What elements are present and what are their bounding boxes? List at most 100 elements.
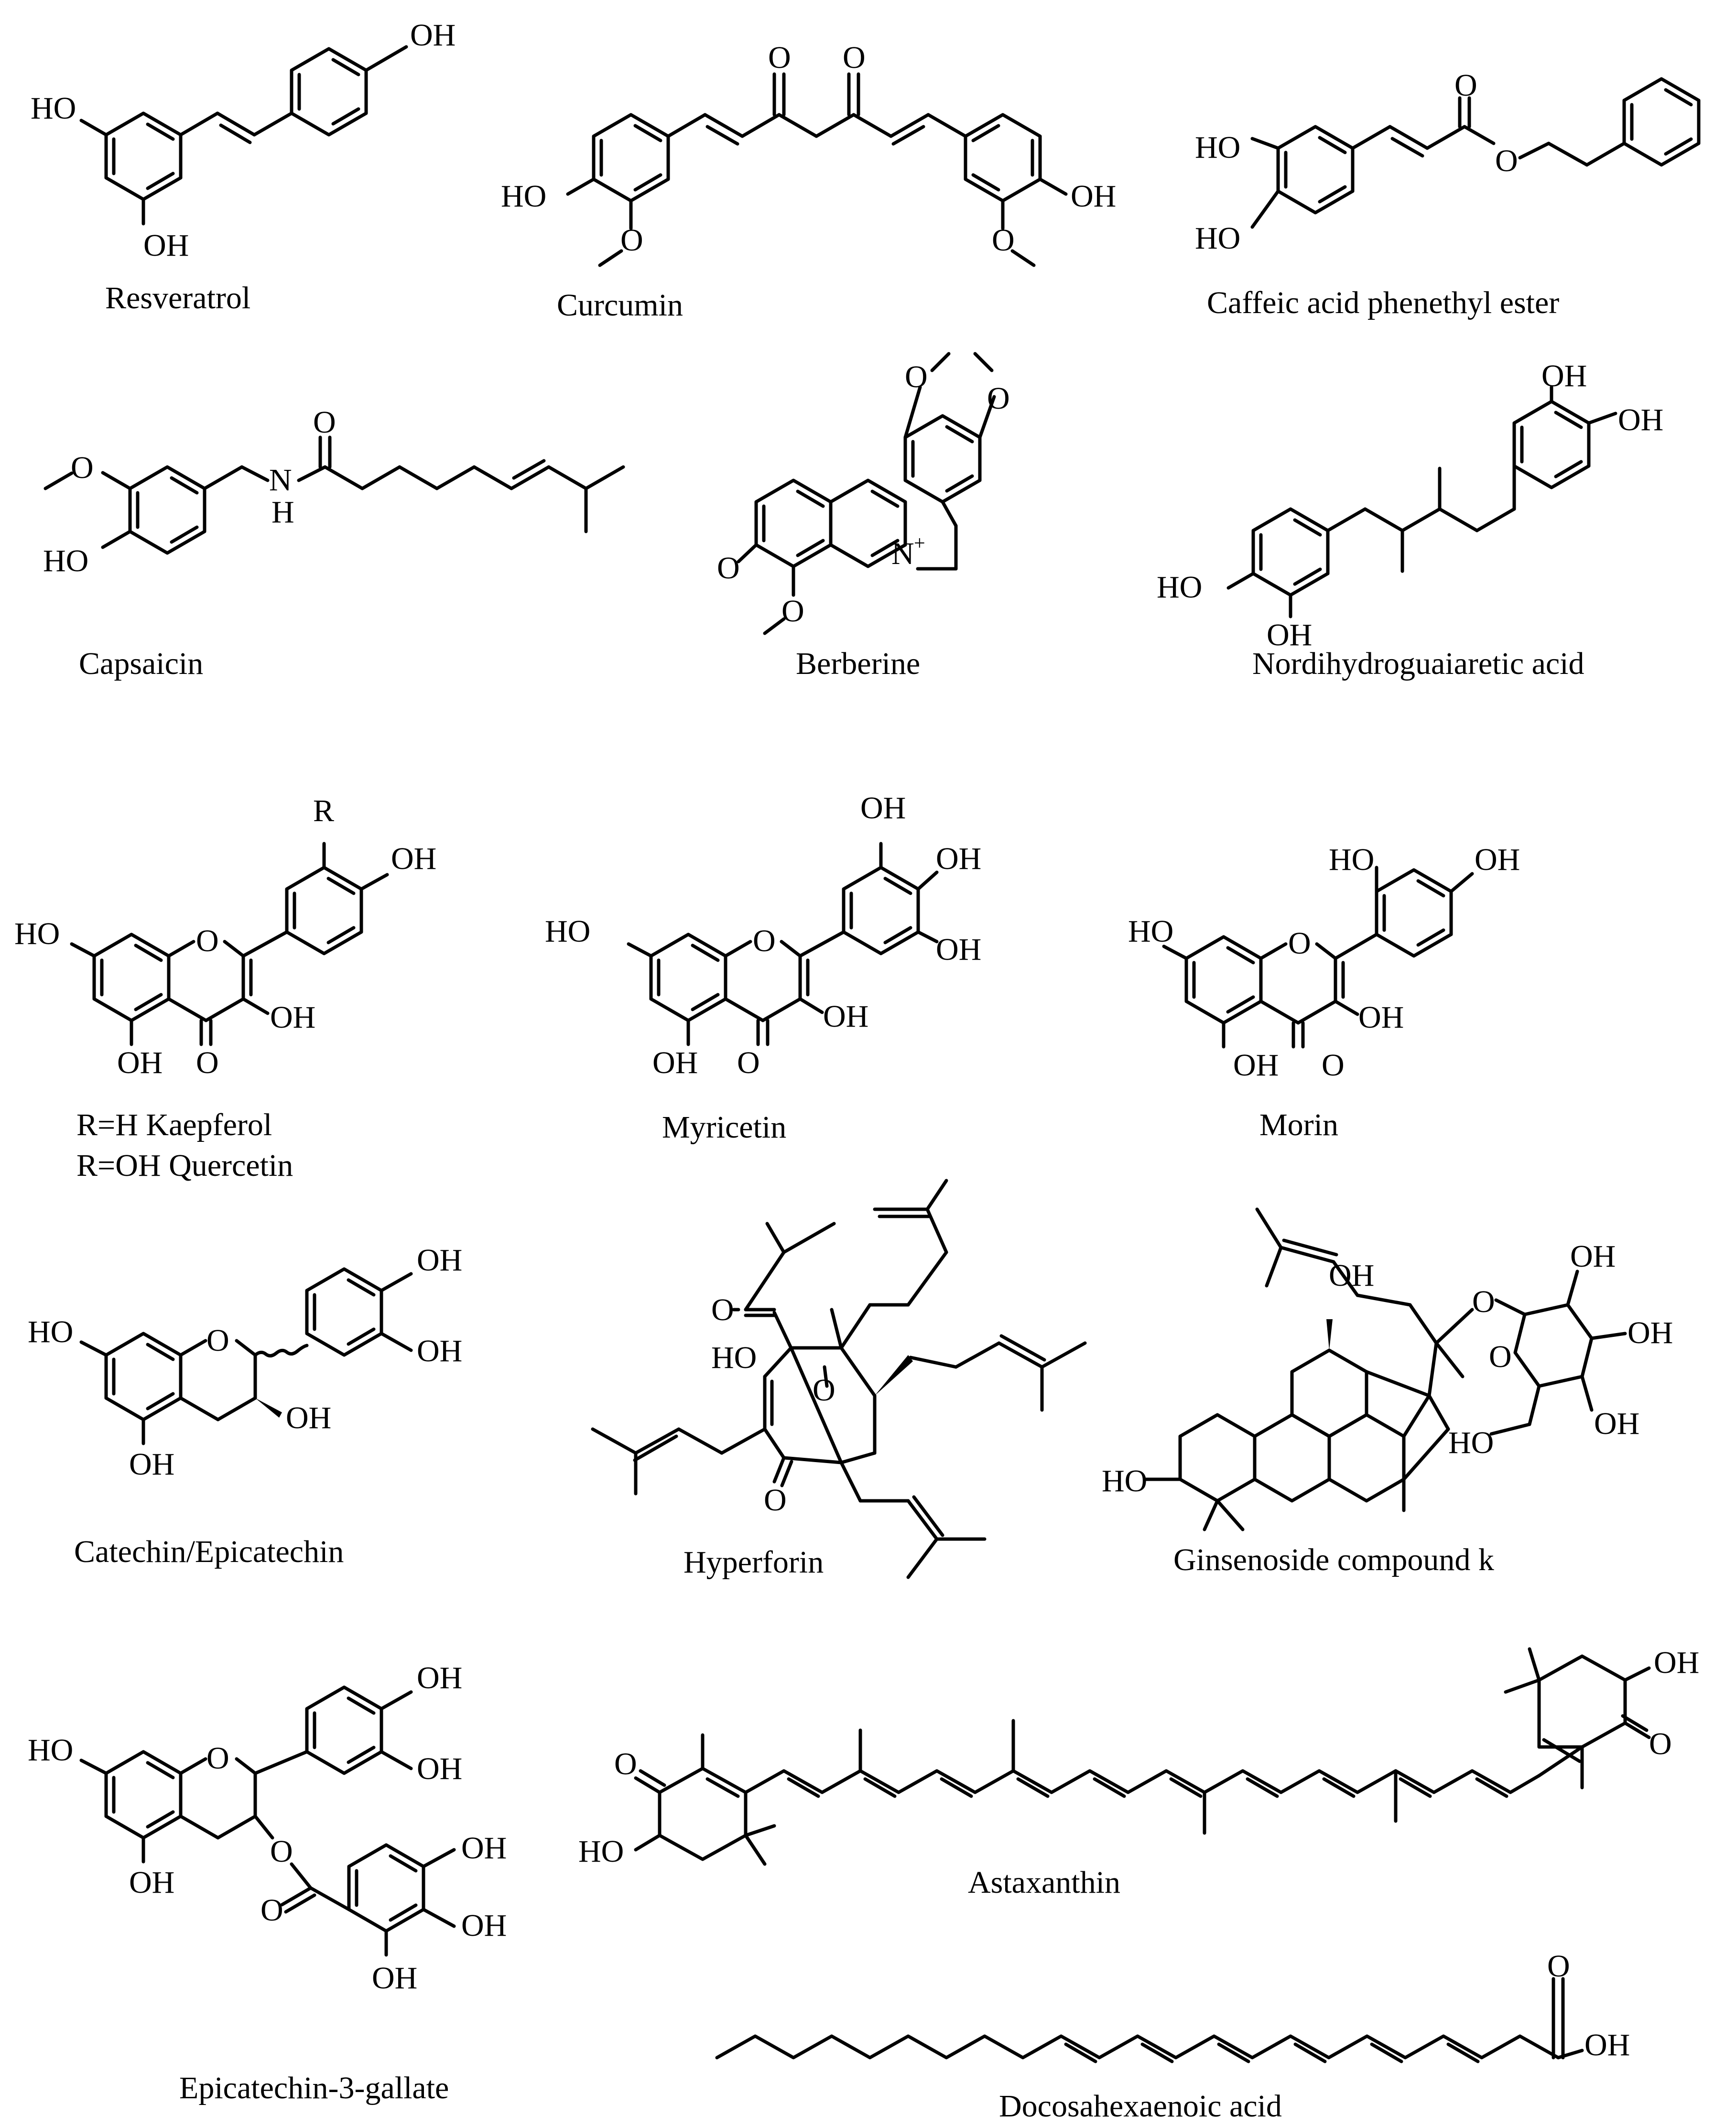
atom-label: HO xyxy=(28,1314,73,1349)
compound-name-ndga: Nordihydroguaiaretic acid xyxy=(1252,646,1584,681)
atom-label: OH xyxy=(1329,1258,1374,1293)
compound-name-capsaicin: Capsaicin xyxy=(79,646,203,681)
atom-label: R xyxy=(313,793,334,828)
atom-label: O xyxy=(992,223,1015,258)
compound-name-hyperforin: Hyperforin xyxy=(684,1545,824,1580)
atom-label: O xyxy=(813,1373,835,1408)
atom-label: O xyxy=(313,405,336,440)
atom-label: O xyxy=(781,594,804,629)
atom-label: OH xyxy=(936,841,981,876)
atom-label: O xyxy=(196,1045,219,1080)
atom-label: O xyxy=(1454,68,1477,103)
ndga-structure: OH OH HO OH Nordihydroguaiaretic acid xyxy=(1157,358,1663,681)
curcumin-structure: O O HO OH O O Curcumin xyxy=(501,40,1116,323)
atom-label: HO xyxy=(1102,1464,1147,1498)
compound-name-myricetin: Myricetin xyxy=(662,1110,786,1145)
atom-label: OH xyxy=(461,1908,507,1943)
charge-label: + xyxy=(914,532,925,554)
myricetin-structure: OH OH OH HO O OH OH O Myricetin xyxy=(545,791,981,1145)
atom-label: HO xyxy=(711,1340,757,1375)
morin-structure: HO OH HO O OH OH O Morin xyxy=(1128,842,1520,1142)
atom-label: HO xyxy=(31,91,76,126)
kaempferol-structure: R OH HO O OH OH O R=H Kaepferol R=OH Que… xyxy=(14,793,436,1183)
atom-label: O xyxy=(711,1292,734,1327)
atom-label: O xyxy=(905,359,928,394)
atom-label: O xyxy=(260,1893,283,1928)
atom-label: OH xyxy=(1233,1048,1279,1083)
atom-label: HO xyxy=(578,1834,624,1869)
atom-label: OH xyxy=(652,1045,698,1080)
atom-label: N xyxy=(269,463,292,498)
atom-label: O xyxy=(71,450,94,485)
compound-name-kaempferol: R=H Kaepferol xyxy=(76,1107,272,1142)
atom-label: HO xyxy=(1157,570,1202,605)
hyperforin-structure: O HO O O Hyperforin xyxy=(591,1179,1087,1580)
atom-label: OH xyxy=(1654,1645,1699,1680)
compound-name-ecg: Epicatechin-3-gallate xyxy=(179,2071,449,2105)
atom-label: OH xyxy=(410,18,456,53)
atom-label: HO xyxy=(1195,221,1240,256)
atom-label: HO xyxy=(28,1733,73,1768)
atom-label: O xyxy=(1489,1339,1512,1374)
atom-label: OH xyxy=(936,932,981,967)
atom-label: O xyxy=(764,1483,787,1518)
resveratrol-structure: HO OH OH Resveratrol xyxy=(31,18,456,315)
atom-label: O xyxy=(270,1834,293,1869)
ginsenoside-structure: OH O OH O OH OH HO HO Ginsenoside compou… xyxy=(1102,1207,1673,1577)
atom-label: OH xyxy=(1628,1315,1673,1350)
atom-label: O xyxy=(620,223,643,258)
atom-label: OH xyxy=(417,1243,462,1278)
atom-label: OH xyxy=(117,1045,163,1080)
atom-label: OH xyxy=(1358,1000,1404,1035)
atom-label: O xyxy=(843,40,866,75)
compound-name-catechin: Catechin/Epicatechin xyxy=(74,1534,344,1569)
compound-name-berberine: Berberine xyxy=(796,646,920,681)
atom-label: OH xyxy=(1570,1239,1616,1274)
compound-name-quercetin: R=OH Quercetin xyxy=(76,1148,293,1183)
atom-label: OH xyxy=(461,1831,507,1866)
atom-label: OH xyxy=(1541,358,1587,393)
atom-label: O xyxy=(206,1323,229,1358)
compound-name-curcumin: Curcumin xyxy=(557,288,683,323)
atom-label: O xyxy=(1649,1726,1672,1761)
compound-name-morin: Morin xyxy=(1259,1107,1338,1142)
compound-name-resveratrol: Resveratrol xyxy=(105,281,250,315)
atom-label: OH xyxy=(143,228,189,263)
atom-label: HO xyxy=(501,179,546,214)
atom-label: OH xyxy=(1594,1406,1639,1441)
dha-structure: O OH Docosahexaenoic acid xyxy=(715,1949,1630,2124)
berberine-structure: O O N + O O Berberine xyxy=(717,352,1010,681)
atom-label: OH xyxy=(417,1751,462,1786)
atom-label: O xyxy=(987,381,1010,416)
compound-name-astaxanthin: Astaxanthin xyxy=(968,1865,1120,1900)
atom-label: O xyxy=(1322,1048,1345,1083)
compound-name-dha: Docosahexaenoic acid xyxy=(999,2089,1282,2124)
atom-label: H xyxy=(271,495,294,530)
astaxanthin-structure: OH O O HO Astaxanthin xyxy=(578,1645,1699,1900)
atom-label: O xyxy=(1288,926,1311,961)
atom-label: OH xyxy=(270,1000,315,1035)
atom-label: O xyxy=(1547,1949,1570,1984)
atom-label: OH xyxy=(1267,618,1312,652)
atom-label: OH xyxy=(1475,842,1520,877)
atom-label: OH xyxy=(417,1334,462,1368)
atom-label: OH xyxy=(1618,402,1663,437)
compound-name-cape: Caffeic acid phenethyl ester xyxy=(1207,285,1559,320)
atom-label: O xyxy=(753,923,776,958)
capsaicin-structure: O O N H HO Capsaicin xyxy=(43,405,625,681)
atom-label: HO xyxy=(1448,1425,1494,1460)
atom-label: OH xyxy=(417,1660,462,1695)
ecg-structure: OH OH HO O O OH O OH OH OH Epicatechin-3… xyxy=(28,1660,507,2105)
atom-label: O xyxy=(614,1746,637,1781)
atom-label: O xyxy=(196,923,219,958)
atom-label: OH xyxy=(1071,179,1116,214)
cape-structure: HO HO O O Caffeic acid phenethyl ester xyxy=(1195,68,1701,320)
atom-label: OH xyxy=(1584,2028,1630,2062)
atom-label: O xyxy=(1472,1284,1495,1319)
atom-label: O xyxy=(737,1045,760,1080)
atom-label: O xyxy=(717,551,740,586)
atom-label: OH xyxy=(129,1447,174,1482)
atom-label: HO xyxy=(43,543,88,578)
atom-label: OH xyxy=(286,1400,331,1435)
